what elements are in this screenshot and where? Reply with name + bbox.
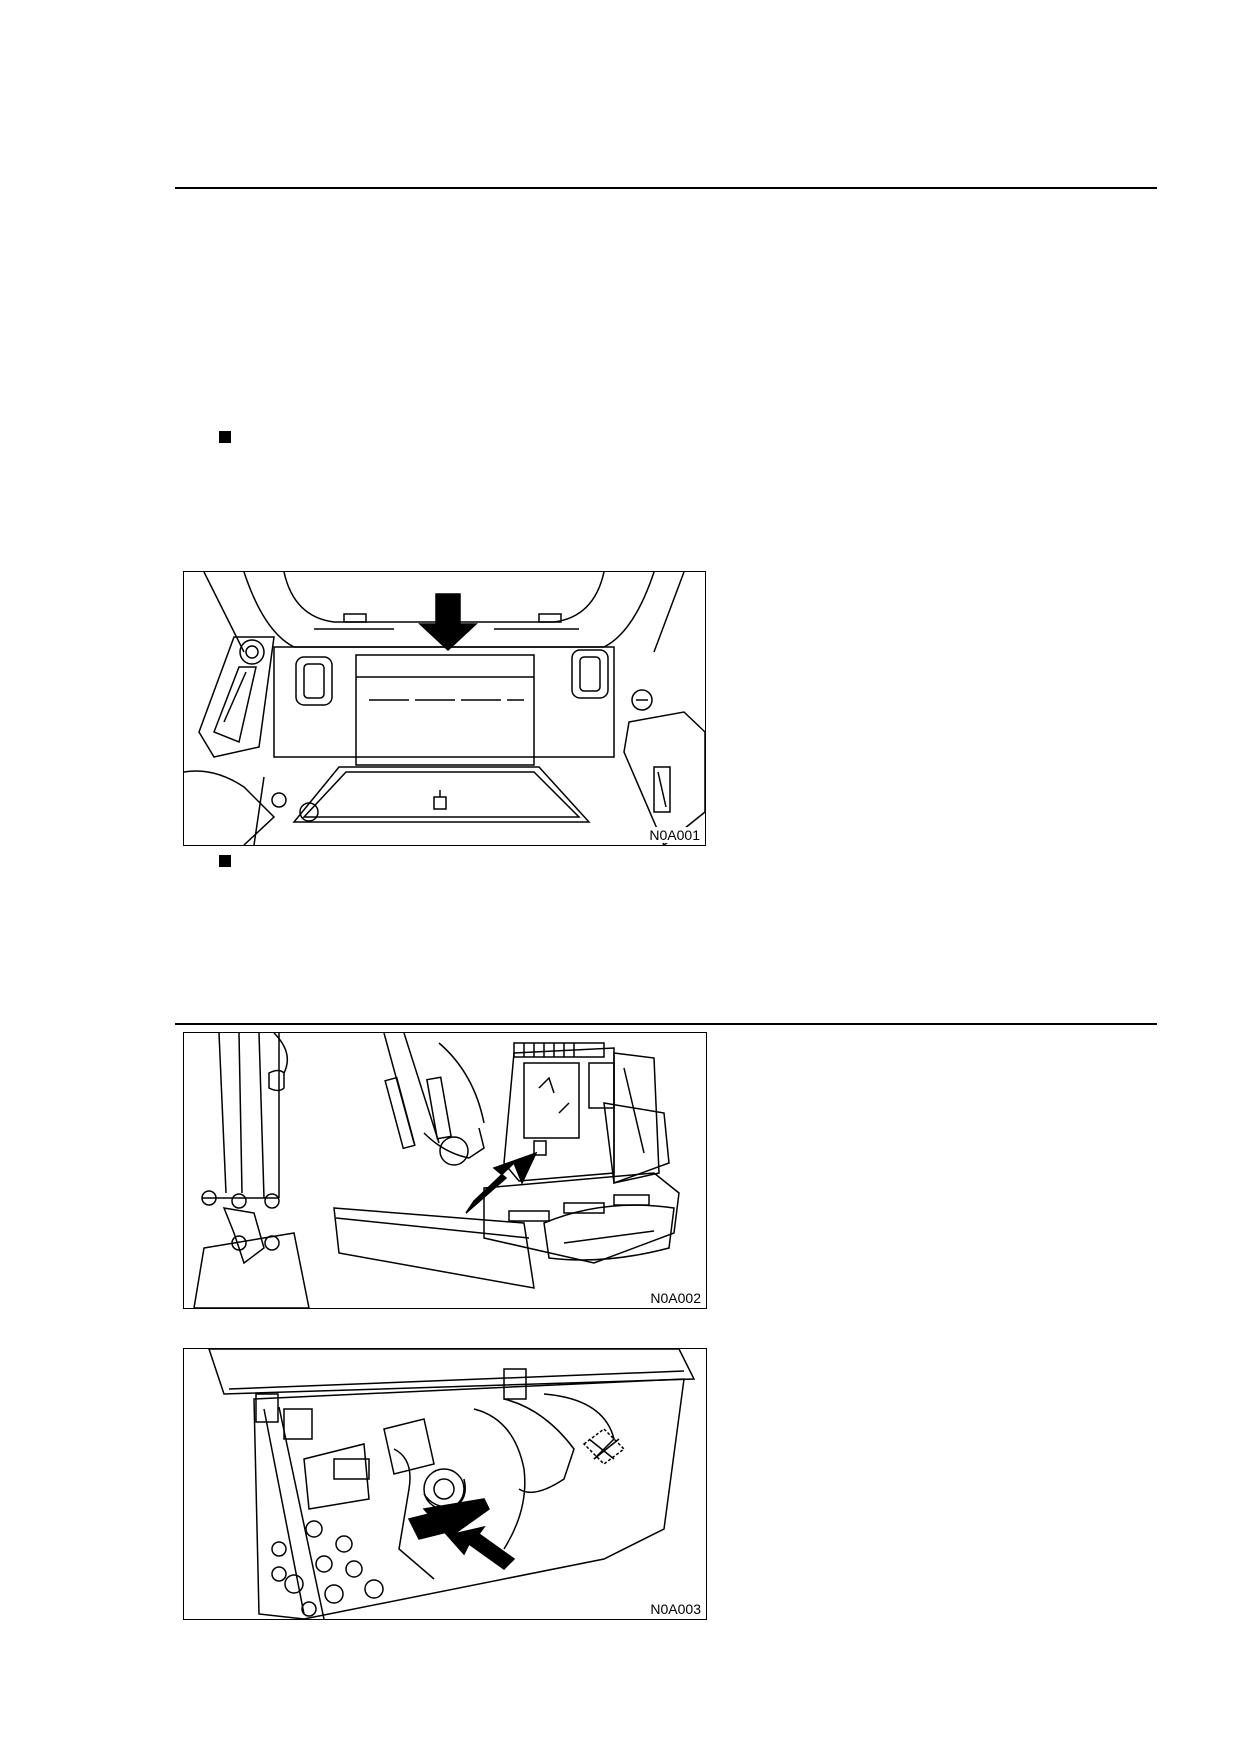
figure-code: N0A002 [649,1290,702,1306]
figure-excavator: N0A002 [183,1032,707,1309]
access-panel-illustration [208,1349,696,1619]
section-rule [175,1023,1157,1025]
figure-code: N0A001 [648,827,701,843]
bullet-square [219,431,231,443]
figure-cab-storage: N0A001 [183,571,706,846]
excavator-illustration [193,1033,680,1308]
top-rule [175,187,1157,189]
cab-storage-illustration [184,572,705,845]
bullet-square [219,855,231,867]
figure-access-panel: N0A003 [183,1348,707,1620]
figure-code: N0A003 [649,1601,702,1617]
